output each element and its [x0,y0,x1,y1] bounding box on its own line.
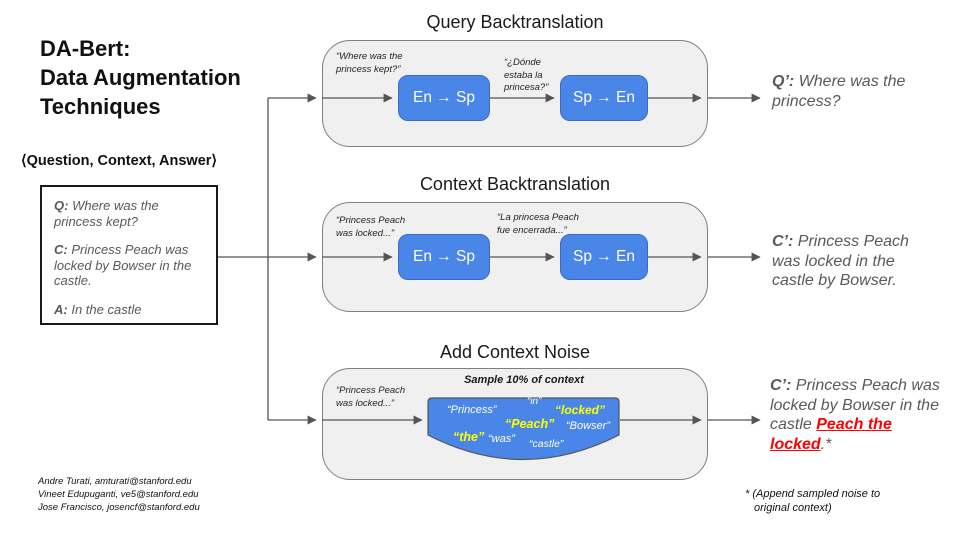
query-mid-label: “¿Dónde estaba la princesa?” [504,57,549,93]
noise-word-in: “in” [527,396,542,407]
title-line-1: DA-Bert: [40,36,131,61]
qca-input-box: Q: Where was the princess kept? C: Princ… [40,185,218,325]
a-prefix: A: [54,301,68,317]
append-noise-footnote: * (Append sampled noise to original cont… [745,487,935,515]
footnote-line-2: original context) [754,502,832,514]
context-output-text: C’: Princess Peach was locked in the cas… [772,232,940,291]
query-input-label: “Where was the princess kept?” [336,51,403,75]
title-line-2: Data Augmentation [40,65,241,90]
sample-percent-label: Sample 10% of context [464,374,584,386]
authors-list: Andre Turati, amturati@stanford.edu Vine… [38,475,200,514]
noise-word-bowser: “Bowser” [566,420,611,432]
c-prefix: C: [54,242,68,257]
c-text: Princess Peach was locked by Bowser in t… [54,242,192,288]
q-text: Where was the princess kept? [54,198,159,229]
q-prefix: Q: [54,198,69,213]
query-output-body: Where was the princess? [772,73,906,110]
noise-word-locked: “locked” [555,403,606,417]
query-output-prefix: Q’: [772,73,795,90]
query-en-sp-block: En → Sp [398,75,490,121]
noise-word-castle: “castle” [529,438,564,450]
footnote-line-1: * (Append sampled noise to [745,488,881,500]
context-en-sp-block: En → Sp [398,234,490,280]
author-3: Jose Francisco, josencf@stanford.edu [38,502,200,513]
a-text: In the castle [71,301,142,317]
context-output-prefix: C’: [772,233,794,250]
context-input-label: “Princess Peach was locked...” [336,215,406,239]
author-1: Andre Turati, amturati@stanford.edu [38,476,192,487]
context-section-title: Context Backtranslation [419,174,611,194]
noise-output-body: Princess Peach was locked by Bowser in t… [770,377,940,433]
context-sp-en-block: Sp → En [560,234,648,280]
noise-word-princess: “Princess” [447,404,497,416]
question-line: Q: Where was the princess kept? [54,198,204,229]
noise-section-title: Add Context Noise [439,342,591,362]
context-output-body: Princess Peach was locked in the castle … [772,233,909,289]
query-sp-en-block: Sp → En [560,75,648,121]
noise-output-appended-red: Peach the locked [770,416,892,453]
noise-output-prefix: C’: [770,377,792,394]
author-2: Vineet Edupuganti, ve5@stanford.edu [38,489,199,500]
noise-word-was: “was” [488,433,515,445]
noise-word-the: “the” [453,430,485,444]
noise-output-suffix: .* [820,435,832,453]
query-section-title: Query Backtranslation [426,12,604,32]
context-mid-label: “La princesa Peach fue encerrada...” [497,212,579,236]
noise-input-label: “Princess Peach was locked...” [336,385,406,409]
slide-title: DA-Bert: Data Augmentation Techniques [40,34,290,121]
answer-line: A: In the castle [54,302,204,318]
qca-tuple-label: ⟨Question, Context, Answer⟩ [21,153,218,169]
context-line: C: Princess Peach was locked by Bowser i… [54,242,204,289]
noise-word-peach: “Peach” [505,417,555,431]
query-output-text: Q’: Where was the princess? [772,72,924,111]
title-line-3: Techniques [40,94,161,119]
noise-output-text: C’: Princess Peach was locked by Bowser … [770,376,950,454]
